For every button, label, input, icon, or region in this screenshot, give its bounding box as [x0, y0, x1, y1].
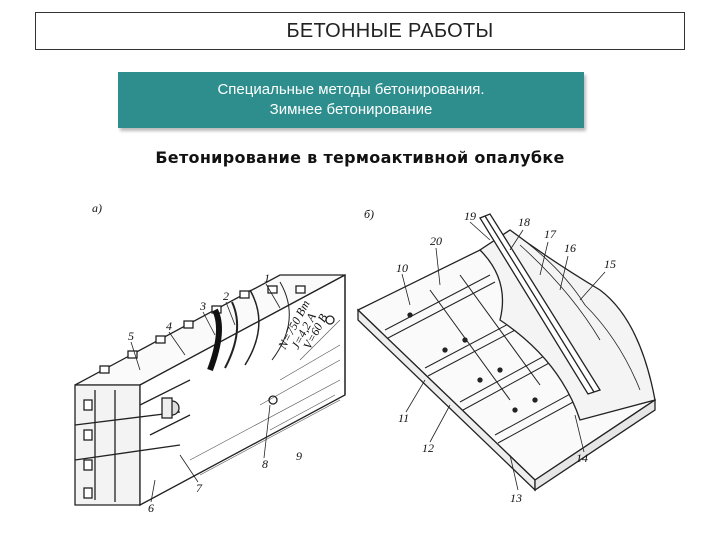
callout-10: 10 [396, 261, 408, 275]
label-b: б) [364, 207, 374, 221]
callout-17: 17 [544, 227, 557, 241]
callout-19: 19 [464, 209, 476, 223]
callout-14: 14 [576, 451, 588, 465]
callout-6: 6 [148, 501, 154, 515]
callout-20: 20 [430, 234, 442, 248]
formwork-illustration: N=750 Вт J=4,2 А V=60 В а) 1 2 3 4 5 6 7… [40, 190, 690, 535]
callout-4: 4 [166, 319, 172, 333]
section-banner: Специальные методы бетонирования. Зимнее… [118, 72, 584, 128]
banner-line-2: Зимнее бетонирование [269, 101, 433, 118]
callout-16: 16 [564, 241, 576, 255]
callout-11: 11 [398, 411, 409, 425]
right-panel-drawing [356, 213, 657, 492]
label-a: а) [92, 201, 102, 215]
callout-5: 5 [128, 329, 134, 343]
callout-15: 15 [604, 257, 616, 271]
callout-13: 13 [510, 491, 522, 505]
callout-1: 1 [264, 271, 270, 285]
callout-9: 9 [296, 449, 302, 463]
callout-12: 12 [422, 441, 434, 455]
banner-line-1: Специальные методы бетонирования. [217, 81, 485, 98]
figure-subtitle: Бетонирование в термоактивной опалубке [155, 148, 565, 167]
callout-2: 2 [223, 289, 229, 303]
left-panel-drawing [74, 273, 346, 507]
callout-7: 7 [196, 481, 203, 495]
formwork-drawing: N=750 Вт J=4,2 А V=60 В а) 1 2 3 4 5 6 7… [74, 201, 657, 515]
callout-18: 18 [518, 215, 530, 229]
callout-8: 8 [262, 457, 268, 471]
callout-3: 3 [199, 299, 206, 313]
page-title: БЕТОННЫЕ РАБОТЫ [286, 19, 494, 42]
title-box: БЕТОННЫЕ РАБОТЫ [35, 12, 685, 50]
